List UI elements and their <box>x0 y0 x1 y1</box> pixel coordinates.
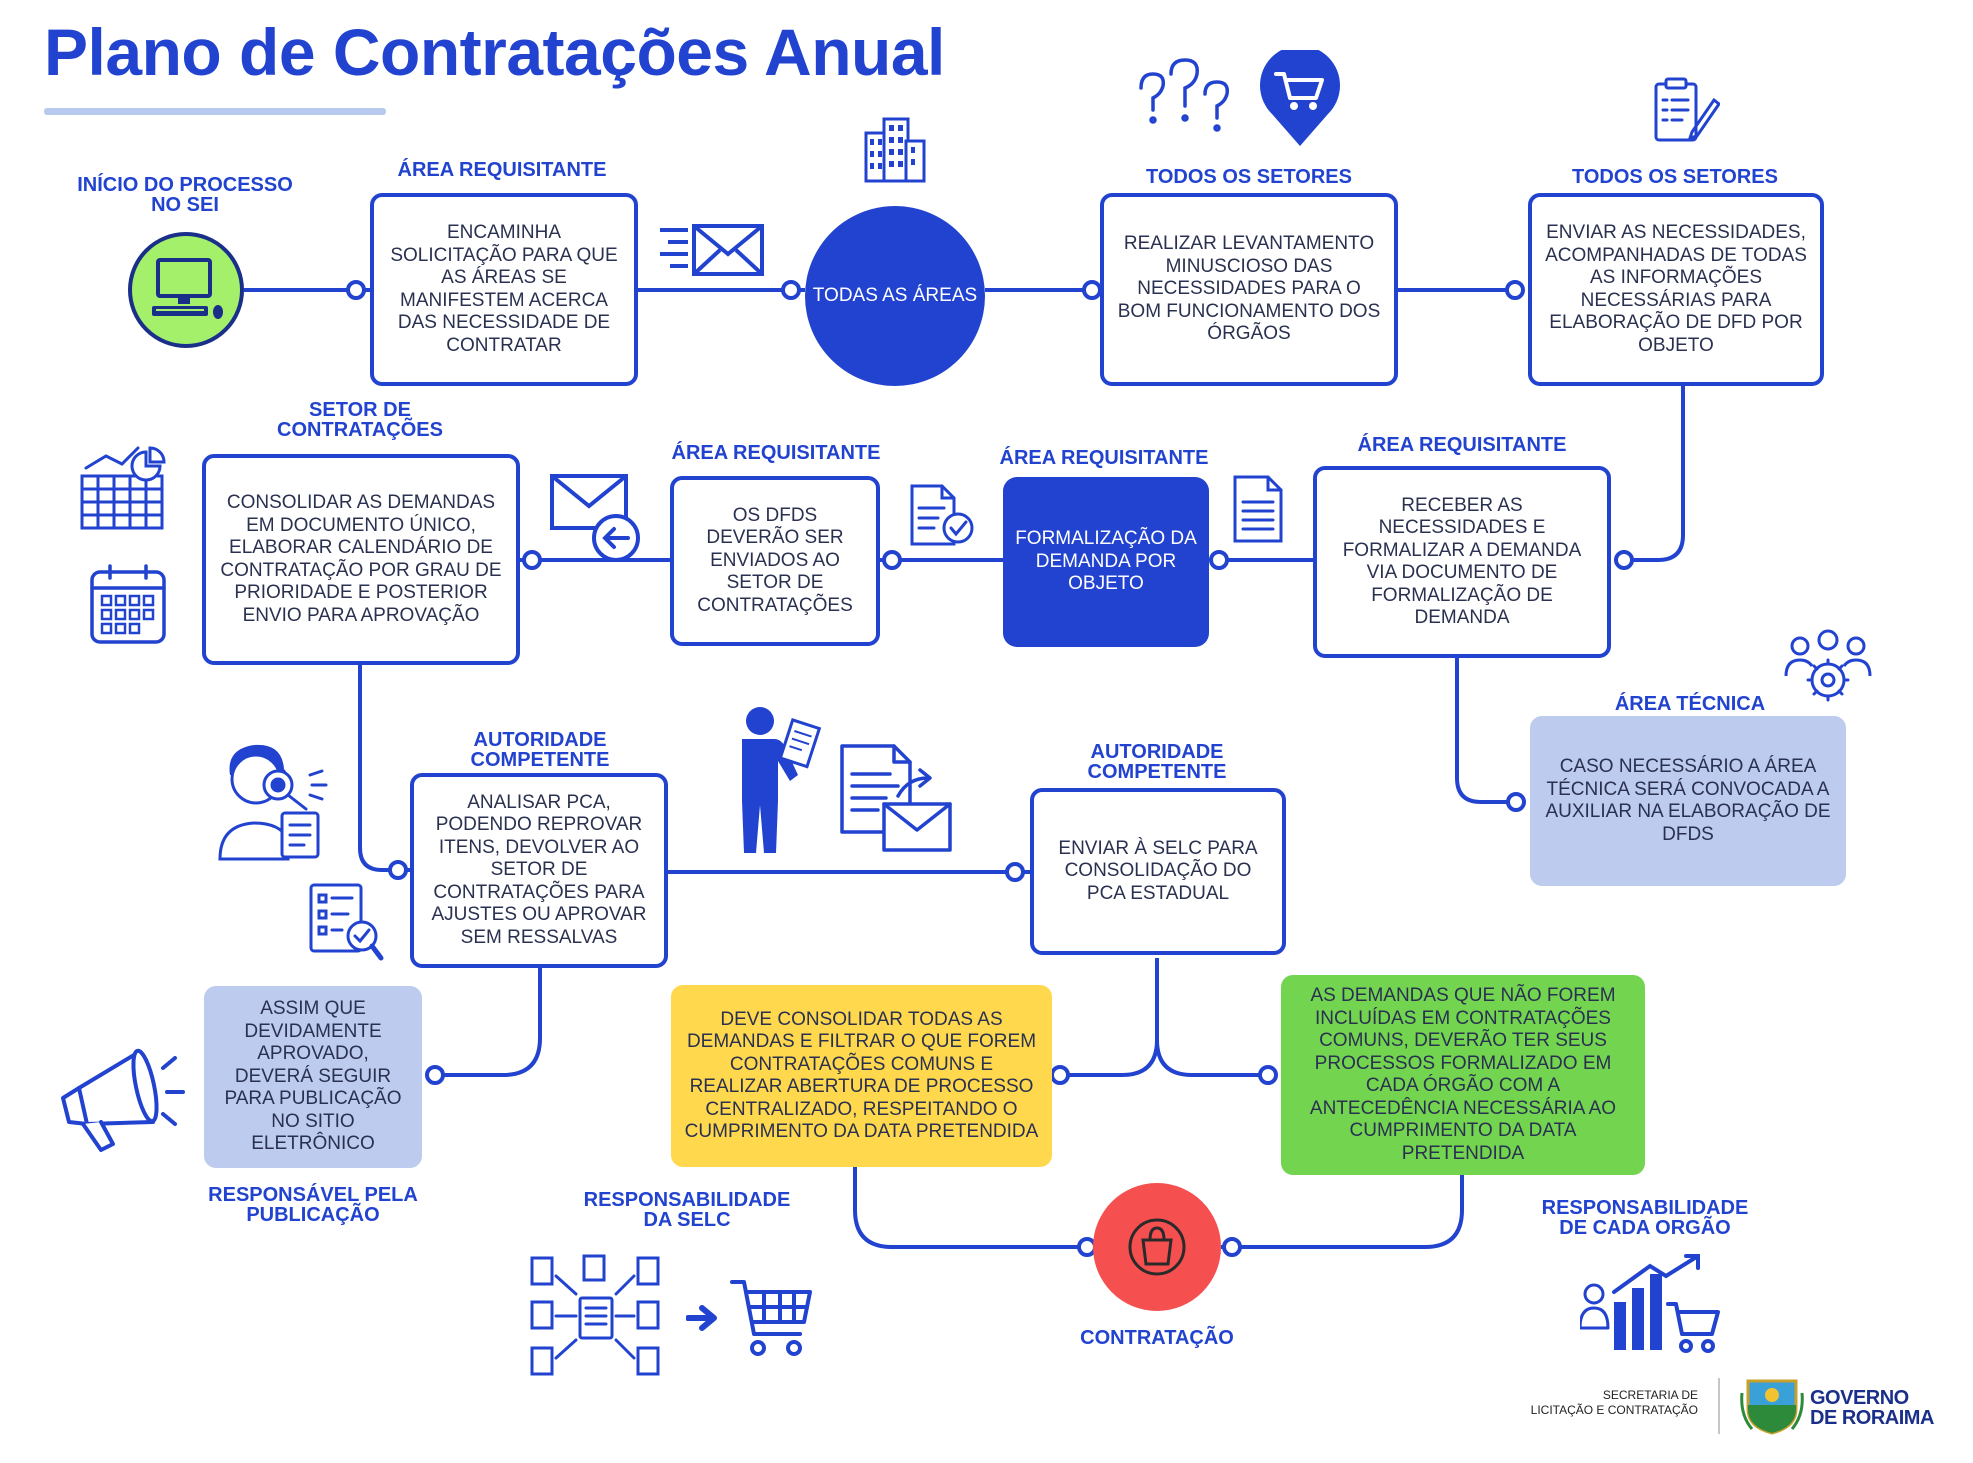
label-area-requisitante-1: ÁREA REQUISITANTE <box>397 159 607 181</box>
label-setor-contratacoes: SETOR DE CONTRATAÇÕES <box>277 399 443 441</box>
person-reading-icon <box>742 707 822 853</box>
step-encaminha: ENCAMINHA SOLICITAÇÃO PARA QUE AS ÁREAS … <box>370 193 638 386</box>
buildings-icon <box>864 117 926 183</box>
footer-secretaria-text: SECRETARIA DE LICITAÇÃO E CONTRATAÇÃO <box>1530 1388 1698 1417</box>
step-enviar-necessidades: ENVIAR AS NECESSIDADES, ACOMPANHADAS DE … <box>1528 193 1824 386</box>
checklist-icon <box>309 883 384 961</box>
step-consolidar-selc: DEVE CONSOLIDAR TODAS AS DEMANDAS E FILT… <box>671 985 1052 1167</box>
footer-divider <box>1718 1378 1720 1434</box>
arrow-icon <box>686 1305 717 1331</box>
coat-of-arms-icon <box>1740 1379 1804 1435</box>
calendar-icon <box>90 564 166 644</box>
step-publicacao: ASSIM QUE DEVIDAMENTE APROVADO, DEVERÁ S… <box>204 986 422 1168</box>
document-icon <box>1233 475 1283 543</box>
cart-pin-icon <box>1260 50 1340 146</box>
question-marks-icon <box>1139 58 1230 132</box>
team-gear-icon <box>1784 629 1872 702</box>
step-formalizacao: FORMALIZAÇÃO DA DEMANDA POR OBJETO <box>1003 477 1209 647</box>
label-area-requisitante-3: ÁREA REQUISITANTE <box>999 447 1209 469</box>
megaphone-icon <box>61 1048 185 1152</box>
step-receber: RECEBER AS NECESSIDADES E FORMALIZAR A D… <box>1313 466 1611 658</box>
step-dfds-enviados: OS DFDS DEVERÃO SER ENVIADOS AO SETOR DE… <box>670 476 880 646</box>
step-consolidar: CONSOLIDAR AS DEMANDAS EM DOCUMENTO ÚNIC… <box>202 454 520 665</box>
label-responsabilidade-orgao: RESPONSABILIDADE DE CADA ORGÃO <box>1541 1197 1749 1239</box>
network-docs-icon <box>530 1254 660 1376</box>
label-area-requisitante-2: ÁREA REQUISITANTE <box>671 442 881 464</box>
document-send-icon <box>840 744 952 852</box>
label-responsavel-publicacao: RESPONSÁVEL PELA PUBLICAÇÃO <box>208 1184 418 1226</box>
step-demandas-orgao: AS DEMANDAS QUE NÃO FOREM INCLUÍDAS EM C… <box>1281 975 1645 1175</box>
footer-governo: GOVERNO DE RORAIMA <box>1810 1387 1934 1429</box>
page-title: Plano de Contratações Anual <box>44 15 945 89</box>
node-todas-areas: TODAS AS ÁREAS <box>805 206 985 386</box>
label-todos-setores-2: TODOS OS SETORES <box>1572 166 1778 188</box>
label-autoridade-2: AUTORIDADE COMPETENTE <box>1087 741 1227 783</box>
growth-chart-icon <box>1580 1254 1720 1353</box>
step-area-tecnica: CASO NECESSÁRIO A ÁREA TÉCNICA SERÁ CONV… <box>1530 716 1846 886</box>
step-analisar: ANALISAR PCA, PODENDO REPROVAR ITENS, DE… <box>410 773 668 968</box>
envelope-back-icon <box>550 474 640 562</box>
label-todos-setores-1: TODOS OS SETORES <box>1146 166 1352 188</box>
envelope-icon <box>660 224 764 276</box>
chart-icon <box>80 446 166 530</box>
label-contratacao: CONTRATAÇÃO <box>1080 1327 1234 1349</box>
cart-icon <box>730 1280 812 1356</box>
start-node <box>128 232 244 348</box>
inspector-icon <box>218 744 328 861</box>
bag-icon <box>1128 1218 1186 1276</box>
label-area-requisitante-4: ÁREA REQUISITANTE <box>1357 434 1567 456</box>
node-contratacao <box>1093 1183 1221 1311</box>
computer-icon <box>152 258 223 319</box>
step-levantamento: REALIZAR LEVANTAMENTO MINUSCIOSO DAS NEC… <box>1100 193 1398 386</box>
step-enviar-selc: ENVIAR À SELC PARA CONSOLIDAÇÃO DO PCA E… <box>1030 788 1286 955</box>
title-underline <box>44 108 386 115</box>
label-area-tecnica: ÁREA TÉCNICA <box>1614 693 1766 715</box>
label-autoridade-1: AUTORIDADE COMPETENTE <box>470 729 610 771</box>
doc-check-icon <box>910 484 974 546</box>
clipboard-pen-icon <box>1654 77 1720 142</box>
label-responsabilidade-selc: RESPONSABILIDADE DA SELC <box>583 1189 791 1231</box>
footer-secretaria: SECRETARIA DE LICITAÇÃO E CONTRATAÇÃO <box>1455 1388 1698 1424</box>
label-inicio: INÍCIO DO PROCESSO NO SEI <box>77 174 293 216</box>
